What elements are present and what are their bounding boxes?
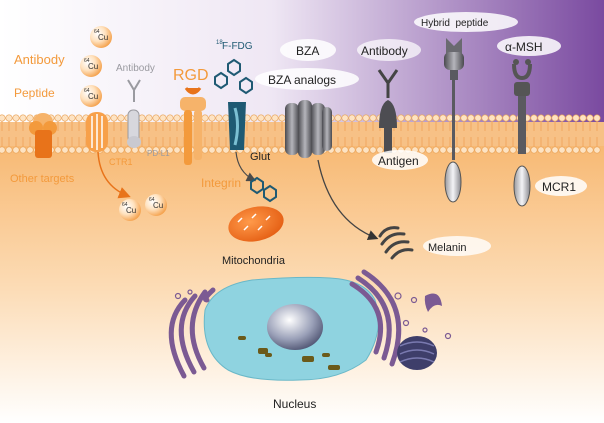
cu64-ball-1: 64 Cu	[90, 26, 112, 48]
peptide-label: Peptide	[14, 86, 55, 100]
fdg-hexagon-5	[263, 184, 277, 203]
antigen-protein	[379, 100, 397, 153]
rgd-label: RGD	[173, 67, 209, 84]
svg-text:Cu: Cu	[126, 206, 136, 215]
hybrid-peptide-label-bg	[414, 12, 518, 32]
ctr1-transporter	[86, 112, 108, 152]
bza-target-protein	[285, 100, 332, 158]
integrin-label: Integrin	[201, 176, 241, 190]
melanin-label-bg	[423, 236, 491, 256]
cu64-ball-4: 64 Cu	[119, 199, 141, 221]
cu64-ball-3: 64 Cu	[80, 85, 102, 107]
fdg-hexagon-2	[214, 71, 228, 90]
svg-text:Cu: Cu	[98, 33, 108, 42]
other-targets-protein	[29, 113, 57, 158]
mcr1-label: MCR1	[542, 180, 576, 194]
other-targets-label: Other targets	[10, 173, 75, 185]
ctr1-label: CTR1	[109, 157, 133, 167]
bza-label: BZA	[296, 44, 319, 58]
fdg-superscript: 18	[216, 40, 223, 46]
golgi-apparatus	[397, 336, 437, 370]
hybrid-peptide-receptor	[444, 38, 464, 203]
svg-text:Cu: Cu	[153, 201, 163, 210]
bza-analogs-label: BZA analogs	[268, 73, 336, 87]
antibody-right-label-bg	[357, 39, 421, 61]
rgd-ligand	[184, 87, 202, 95]
antibody-right-label: Antibody	[361, 44, 408, 58]
vesicle-organelle	[424, 293, 442, 312]
alpha-msh-ligand	[512, 59, 532, 81]
fdg-uptake-arrow	[235, 151, 257, 182]
mcr1-receptor	[513, 82, 531, 207]
svg-text:Cu: Cu	[88, 92, 98, 101]
antigen-label-bg	[372, 150, 428, 170]
melanin-label: Melanin	[428, 242, 467, 254]
antibody-right-icon	[377, 69, 399, 98]
cu64-ball-2: 64 Cu	[80, 55, 102, 77]
svg-text:64: 64	[84, 58, 90, 64]
svg-text:64: 64	[149, 197, 155, 203]
svg-text:64: 64	[84, 88, 90, 94]
svg-text:64: 64	[94, 29, 100, 35]
mitochondrion	[228, 206, 284, 242]
antibody-gray-icon	[127, 79, 141, 102]
mitochondria-label: Mitochondria	[222, 255, 286, 267]
endoplasmic-reticulum-right	[349, 269, 402, 367]
nucleus-label: Nucleus	[273, 397, 316, 411]
pd-l1-protein	[127, 109, 141, 148]
bza-analogs-label-bg	[255, 68, 359, 90]
cu-uptake-arrow	[97, 151, 131, 199]
melanin-granules	[378, 226, 414, 260]
glut-label: Glut	[250, 151, 270, 163]
glut-transporter	[228, 102, 246, 150]
bza-label-bg	[280, 39, 336, 61]
antigen-label: Antigen	[378, 154, 419, 168]
pd-l1-label: PD-L1	[147, 149, 170, 158]
svg-text:64: 64	[122, 202, 128, 208]
hybrid-peptide-label: Hybrid peptide	[421, 18, 489, 29]
fdg-hexagon-4	[250, 176, 264, 195]
antibody-label-orange: Antibody	[14, 52, 65, 67]
cu64-ball-5: 64 Cu	[145, 194, 167, 216]
fdg-hexagon-3	[239, 76, 253, 95]
integrin-protein	[180, 97, 206, 165]
svg-text:Cu: Cu	[88, 62, 98, 71]
mcr1-label-bg	[535, 176, 587, 196]
endoplasmic-reticulum-left	[168, 287, 216, 379]
nucleus	[203, 276, 379, 381]
bza-to-melanin-arrow	[317, 159, 379, 240]
alpha-msh-label: α-MSH	[505, 40, 543, 54]
fdg-hexagon-1	[227, 58, 241, 77]
antibody-label-gray: Antibody	[116, 63, 155, 74]
vesicles	[174, 289, 452, 340]
alpha-msh-label-bg	[497, 36, 561, 56]
fdg-label: F-FDG	[222, 41, 253, 52]
